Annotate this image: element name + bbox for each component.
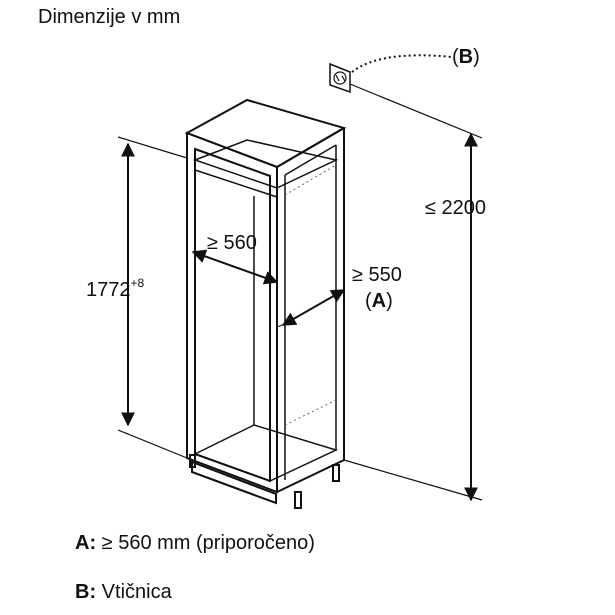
cabinet-top-front-edge xyxy=(276,127,345,168)
height-dimension xyxy=(117,136,188,459)
cabinet-shelf-front xyxy=(194,169,278,198)
hidden-edge xyxy=(284,399,337,426)
depth-label: ≥ 550 xyxy=(352,264,402,286)
width-arrow xyxy=(191,249,279,285)
socket-plate xyxy=(329,62,351,94)
socket xyxy=(329,62,351,94)
cabinet-foot xyxy=(332,464,340,482)
cabinet-top-shelf xyxy=(192,139,339,189)
cabinet-foot xyxy=(189,454,196,468)
depth-ref-label: (A) xyxy=(365,290,393,312)
legend-a-text: ≥ 560 mm (priporočeno) xyxy=(96,532,315,554)
socket-pin xyxy=(335,74,340,82)
page-title: Dimenzije v mm xyxy=(38,6,181,28)
legend-a: A: ≥ 560 mm (priporočeno) xyxy=(75,532,315,555)
cabinet-front-inner xyxy=(194,147,271,483)
socket-ref-label: (B) xyxy=(452,46,480,68)
width-label: ≥ 560 xyxy=(207,232,257,254)
socket-pin xyxy=(341,75,346,82)
total-height-ext-top xyxy=(349,83,483,139)
total-height-ext-bottom xyxy=(343,459,483,501)
cabinet-floor xyxy=(193,424,339,482)
cabinet-front-frame xyxy=(186,131,278,494)
depth-arrow xyxy=(281,289,346,326)
height-ext-bottom xyxy=(117,429,188,459)
total-height-dimension xyxy=(343,83,483,502)
height-ext-top xyxy=(117,136,188,159)
legend-b-text: Vtičnica xyxy=(96,581,172,603)
legend-b: B: Vtičnica xyxy=(75,581,172,604)
socket-icon xyxy=(333,71,347,85)
legend-a-key: A: xyxy=(75,532,97,554)
cabinet-inner-top-edge xyxy=(284,144,337,176)
hidden-edges xyxy=(284,164,337,426)
total-height-label: ≤ 2200 xyxy=(425,197,486,219)
cabinet-foot xyxy=(294,491,302,509)
height-main-label: 1772+8 xyxy=(86,276,145,301)
socket-leader xyxy=(351,54,453,73)
legend-b-key: B: xyxy=(75,581,97,603)
cabinet-plinth xyxy=(191,460,277,505)
depth-ext xyxy=(276,321,291,328)
